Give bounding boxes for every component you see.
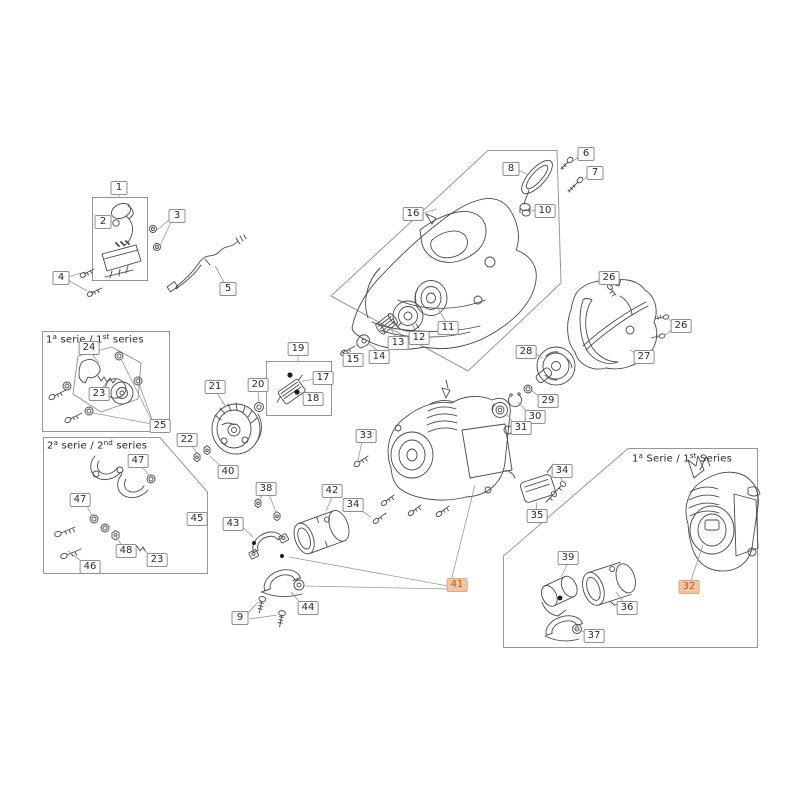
part-drawing-ignition-coil (79, 202, 161, 297)
part-label-40[interactable]: 40 (217, 465, 239, 479)
part-label-36[interactable]: 36 (616, 601, 638, 615)
leader-line-25 (138, 383, 154, 423)
part-label-20[interactable]: 20 (247, 378, 269, 392)
part-drawing-wiring-harness (166, 234, 247, 293)
part-label-10[interactable]: 10 (534, 204, 556, 218)
part-label-43[interactable]: 43 (222, 517, 244, 531)
leader-line-41 (288, 556, 449, 587)
leader-line-32 (690, 544, 704, 581)
part-label-44[interactable]: 44 (297, 601, 319, 615)
leader-line-38 (268, 493, 277, 514)
part-label-7[interactable]: 7 (586, 166, 604, 180)
part-label-8[interactable]: 8 (502, 162, 520, 176)
series-box-title-2: 2a serie / 2nd series (47, 439, 148, 452)
leader-line-41 (303, 585, 449, 590)
part-label-9[interactable]: 9 (231, 611, 249, 625)
part-drawing-clutch-series1 (48, 346, 143, 424)
part-label-27[interactable]: 27 (633, 350, 655, 364)
part-label-47-1[interactable]: 47 (127, 454, 149, 468)
part-label-25[interactable]: 25 (149, 419, 171, 433)
part-label-33[interactable]: 33 (355, 429, 377, 443)
part-label-11[interactable]: 11 (437, 321, 459, 335)
part-label-46[interactable]: 46 (79, 560, 101, 574)
part-label-1[interactable]: 1 (110, 181, 128, 195)
leader-line-24 (91, 353, 100, 364)
series-box-title-1: 1a serie / 1st series (46, 333, 144, 346)
part-label-34-1[interactable]: 34 (342, 498, 364, 512)
series-box-title-3: 1a Serie / 1st Series (632, 452, 733, 465)
part-label-26-2[interactable]: 26 (670, 319, 692, 333)
leader-line-9 (246, 601, 259, 615)
part-label-42[interactable]: 42 (321, 484, 343, 498)
leader-line-13 (389, 327, 397, 338)
part-label-31[interactable]: 31 (510, 421, 532, 435)
part-drawing-ignition-module (276, 372, 306, 405)
part-label-22[interactable]: 22 (176, 433, 198, 447)
part-label-47-2[interactable]: 47 (69, 493, 91, 507)
part-label-16[interactable]: 16 (402, 207, 424, 221)
part-label-2[interactable]: 2 (94, 215, 112, 229)
leader-line-41 (450, 484, 476, 582)
part-drawing-clamp-series2 (54, 455, 156, 560)
part-drawing-clutch-drum (491, 346, 576, 418)
leader-line-4 (67, 279, 88, 292)
part-label-12[interactable]: 12 (408, 331, 430, 345)
part-label-13[interactable]: 13 (387, 336, 409, 350)
part-label-34-2[interactable]: 34 (551, 464, 573, 478)
part-label-24[interactable]: 24 (78, 341, 100, 355)
leader-line-5 (214, 265, 226, 285)
leader-line-3 (159, 221, 172, 247)
part-drawing-flywheel (193, 402, 264, 463)
leader-line-11 (436, 306, 447, 323)
part-label-6[interactable]: 6 (577, 147, 595, 161)
leader-line-9 (248, 614, 278, 620)
part-label-26-1[interactable]: 26 (598, 271, 620, 285)
leader-line-12 (410, 322, 418, 333)
part-label-15[interactable]: 15 (342, 353, 364, 367)
part-label-4[interactable]: 4 (52, 271, 70, 285)
part-label-3[interactable]: 3 (168, 209, 186, 223)
leader-line-39 (560, 562, 569, 578)
part-drawing-tube-clamps (248, 510, 350, 628)
leader-line-16 (423, 208, 438, 214)
leader-line-14 (368, 343, 379, 352)
part-label-5[interactable]: 5 (219, 282, 237, 296)
leader-line-33 (357, 440, 363, 462)
part-label-29[interactable]: 29 (537, 394, 559, 408)
part-label-41[interactable]: 41 (446, 578, 468, 592)
part-label-21[interactable]: 21 (204, 380, 226, 394)
leader-line-25 (120, 358, 153, 422)
part-label-37[interactable]: 37 (583, 629, 605, 643)
part-label-18[interactable]: 18 (302, 392, 324, 406)
leader-line-8 (517, 169, 528, 175)
frame-boxes (42, 150, 758, 648)
leader-line-25 (92, 412, 153, 425)
part-label-23-2[interactable]: 23 (146, 553, 168, 567)
part-label-23-1[interactable]: 23 (88, 387, 110, 401)
part-label-30[interactable]: 30 (524, 410, 546, 424)
leader-line-21 (216, 392, 227, 408)
part-drawing-muffler (519, 463, 566, 503)
part-label-35[interactable]: 35 (526, 509, 548, 523)
leader-line-3 (156, 218, 171, 231)
part-label-38[interactable]: 38 (255, 482, 277, 496)
part-drawing-engine-assembly (254, 379, 516, 524)
part-label-32[interactable]: 32 (678, 580, 700, 594)
part-label-28[interactable]: 28 (515, 345, 537, 359)
part-label-19[interactable]: 19 (287, 342, 309, 356)
part-label-14[interactable]: 14 (368, 350, 390, 364)
part-label-45[interactable]: 45 (186, 512, 208, 526)
part-label-48[interactable]: 48 (115, 544, 137, 558)
part-label-17[interactable]: 17 (312, 371, 334, 385)
leader-line-4 (67, 272, 82, 278)
leader-line-42 (325, 496, 333, 512)
part-label-39[interactable]: 39 (557, 551, 579, 565)
leader-line-20 (257, 389, 260, 403)
